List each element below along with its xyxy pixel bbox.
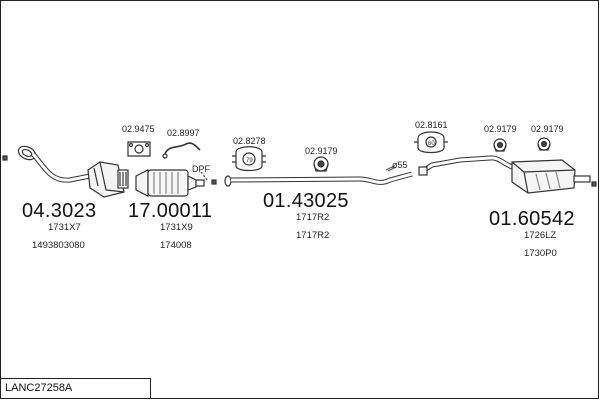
oe-reference: 1493803080 — [32, 240, 85, 251]
connector-mid-icon — [211, 179, 217, 185]
accessory-part-number: 02.9179 — [484, 124, 517, 134]
oe-reference: 174008 — [160, 240, 192, 251]
assembly-code-box: LANC27258A — [0, 378, 151, 399]
accessory-part-number: 02.8997 — [167, 128, 200, 138]
oe-reference: 1731X9 — [160, 222, 193, 233]
oe-reference: 1717R2 — [296, 212, 330, 223]
dpf-pointer — [200, 171, 208, 181]
dpf-label: DPF — [192, 164, 210, 174]
clamp-icon: 79 — [232, 146, 266, 172]
part-number: 17.00011 — [128, 200, 213, 222]
part-number: 01.43025 — [263, 190, 349, 212]
rubber-mount-icon — [313, 156, 329, 172]
accessory-part-number: 02.9475 — [122, 124, 155, 134]
oe-reference: 1731X7 — [48, 222, 81, 233]
rear-pipe-icon — [418, 155, 516, 176]
accessory-part-number: 02.9179 — [305, 146, 338, 156]
accessory-part-number: 02.8161 — [415, 120, 448, 130]
rubber-mount-icon-rear-1 — [493, 138, 507, 152]
oe-reference: 1726LZ — [524, 230, 557, 241]
svg-text:60: 60 — [428, 141, 435, 147]
accessory-part-number: 02.9179 — [531, 124, 564, 134]
rear-silencer-icon — [511, 159, 591, 194]
accessory-part-number: 02.8278 — [233, 136, 266, 146]
part-number: 04.3023 — [22, 200, 97, 222]
rubber-mount-icon-rear-2 — [537, 137, 551, 151]
assembly-code: LANC27258A — [5, 382, 73, 394]
mounting-hook-icon — [162, 142, 201, 159]
gasket-icon — [127, 141, 151, 157]
clamp-icon-rear: 60 — [414, 131, 448, 154]
diameter-marker — [385, 165, 397, 172]
dpf-filter-icon — [135, 169, 205, 197]
part-number: 01.60542 — [489, 208, 575, 230]
diameter-label: ø55 — [392, 160, 408, 170]
oe-reference: 1717R2 — [296, 230, 330, 241]
connector-left-icon — [2, 155, 8, 161]
centre-pipe-icon — [224, 171, 413, 187]
oe-reference: 1730P0 — [524, 248, 557, 259]
svg-text:79: 79 — [246, 158, 253, 164]
front-pipe-icon — [17, 145, 91, 183]
catalytic-converter-icon — [87, 161, 129, 198]
connector-right-icon — [591, 181, 597, 187]
